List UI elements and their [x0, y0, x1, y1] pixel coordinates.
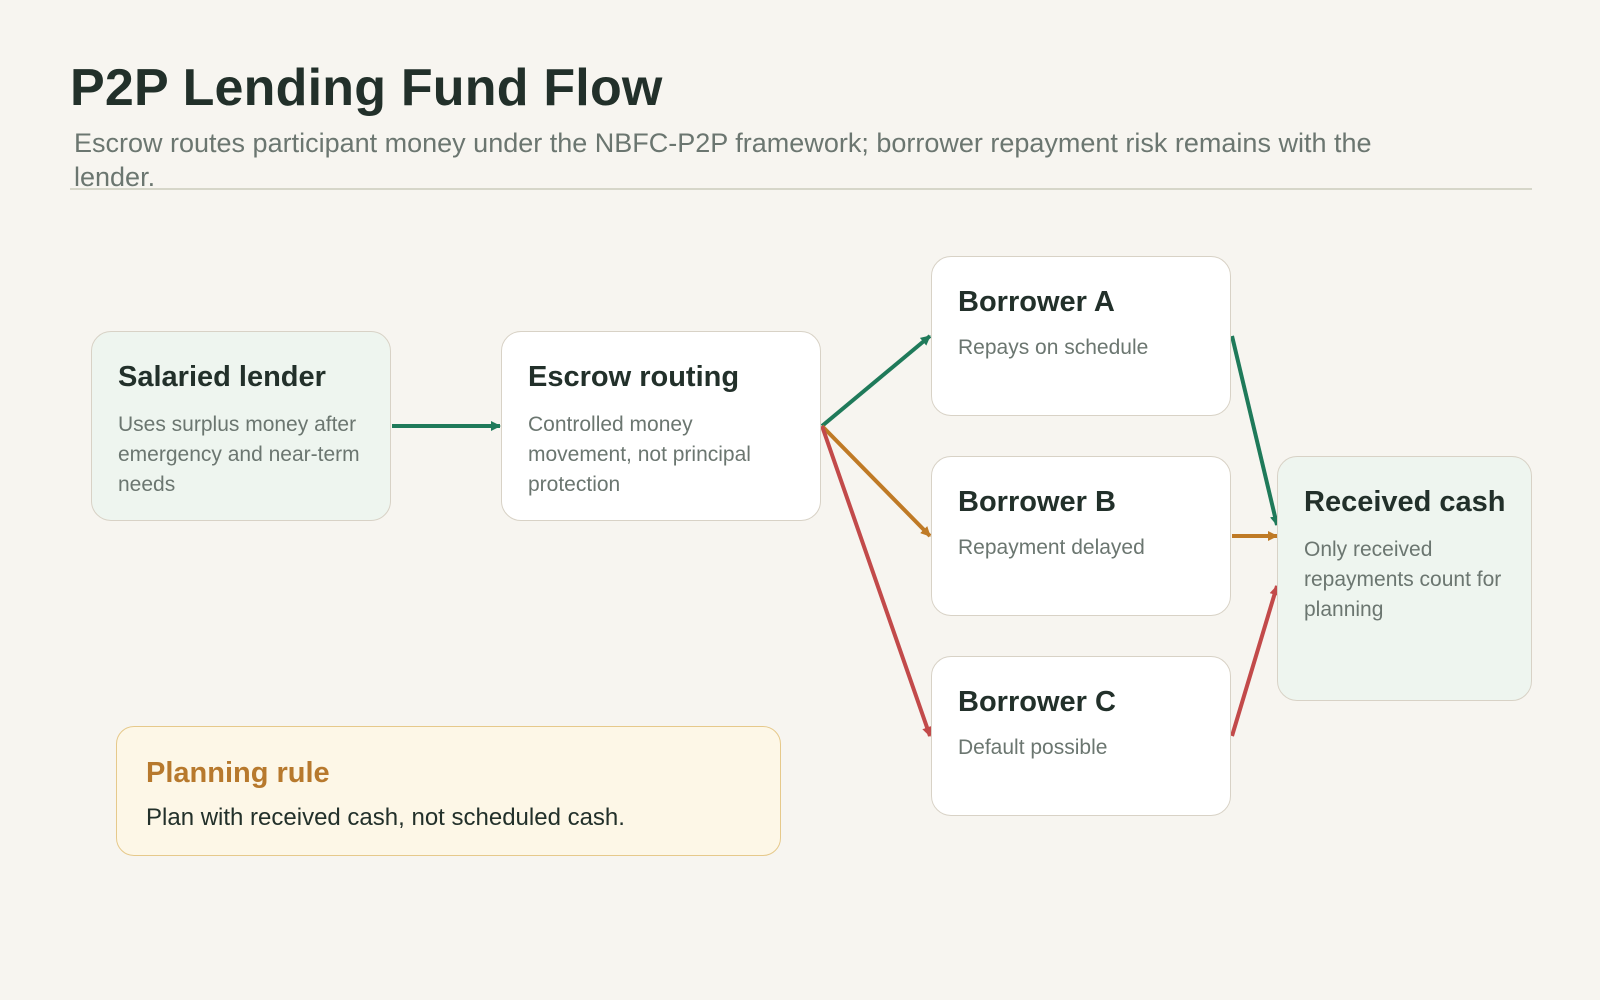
arrow-escrow-to-borrower_a — [820, 334, 932, 428]
node-received-cash: Received cash Only received repayments c… — [1277, 456, 1532, 701]
header-divider — [70, 188, 1532, 190]
node-borrower-a: Borrower A Repays on schedule — [931, 256, 1231, 416]
node-escrow-routing: Escrow routing Controlled money movement… — [501, 331, 821, 521]
planning-rule-title: Planning rule — [146, 757, 330, 789]
node-description: Controlled money movement, not principal… — [528, 413, 751, 496]
node-title: Salaried lender — [118, 361, 326, 393]
node-description: Default possible — [958, 736, 1108, 759]
arrow-escrow-to-borrower_b — [820, 424, 932, 538]
node-borrower-c: Borrower C Default possible — [931, 656, 1231, 816]
arrow-escrow-to-borrower_c — [820, 425, 932, 737]
node-description: Repays on schedule — [958, 336, 1149, 359]
node-salaried-lender: Salaried lender Uses surplus money after… — [91, 331, 391, 521]
page-title: P2P Lending Fund Flow — [70, 59, 663, 117]
node-description: Uses surplus money after emergency and n… — [118, 413, 360, 496]
node-title: Borrower C — [958, 686, 1116, 718]
node-description: Only received repayments count for plann… — [1304, 538, 1502, 621]
arrow-borrower_a-to-received — [1230, 335, 1280, 526]
node-borrower-b: Borrower B Repayment delayed — [931, 456, 1231, 616]
node-title: Received cash — [1304, 486, 1506, 518]
planning-rule-text: Plan with received cash, not scheduled c… — [146, 804, 625, 831]
node-description: Repayment delayed — [958, 536, 1145, 559]
node-title: Escrow routing — [528, 361, 740, 393]
arrow-borrower_c-to-received — [1230, 585, 1280, 737]
planning-rule-callout: Planning rule Plan with received cash, n… — [116, 726, 781, 856]
page-subtitle: Escrow routes participant money under th… — [74, 128, 1372, 192]
node-title: Borrower A — [958, 286, 1115, 318]
node-title: Borrower B — [958, 486, 1116, 518]
